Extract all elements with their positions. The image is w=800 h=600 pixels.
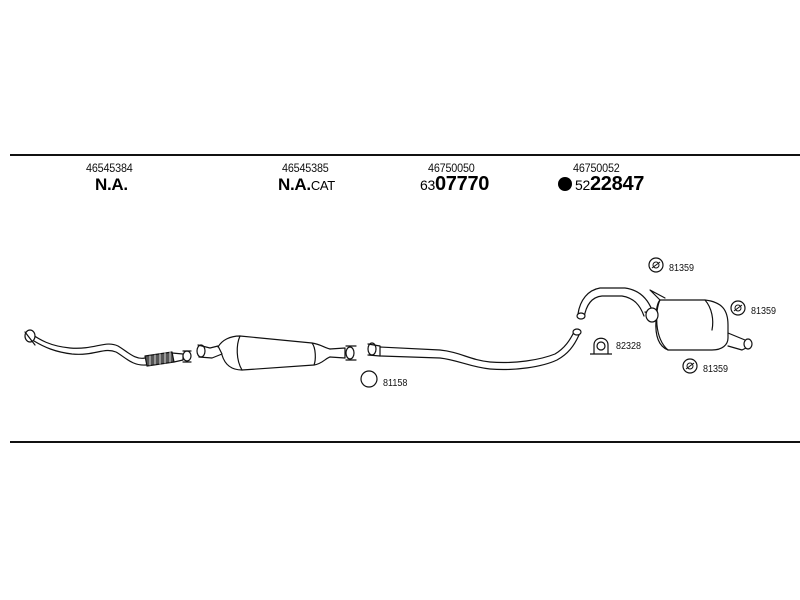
filled-circle-icon	[558, 177, 572, 191]
part-number-3: 46750050	[428, 161, 475, 175]
ref-label-mount-right: 81359	[751, 306, 777, 317]
middle-pipe	[367, 328, 582, 371]
part-number-1: 46545384	[86, 161, 133, 175]
part-number-4: 46750052	[573, 161, 620, 175]
ref-label-81158: 81158	[383, 378, 408, 389]
ref-label-mount-bottom: 81359	[703, 364, 729, 375]
rear-silencer	[576, 287, 753, 351]
catalytic-converter	[196, 335, 357, 371]
ref-label-82328: 82328	[616, 341, 642, 352]
bottom-rule	[10, 441, 800, 443]
ref-label-mount-top: 81359	[669, 263, 695, 274]
front-pipe	[24, 329, 192, 367]
rubber-mount-icon	[730, 300, 746, 316]
top-rule	[10, 154, 800, 156]
part-code-3-prefix: 63	[420, 177, 435, 193]
part-code-2: N.A.CAT	[278, 175, 335, 195]
part-code-1: N.A.	[95, 175, 128, 195]
part-code-4: 5222847	[558, 173, 644, 196]
part-code-4-prefix: 52	[575, 177, 590, 193]
part-code-4-main: 22847	[589, 173, 645, 195]
part-code-3-main: 07770	[434, 173, 490, 195]
clamp-ring-icon	[360, 370, 378, 388]
rubber-mount-icon	[682, 358, 698, 374]
part-number-2: 46545385	[282, 161, 329, 175]
part-code-2-main: N.A.	[278, 175, 311, 194]
part-code-3: 6307770	[420, 173, 489, 196]
clamp-icon	[590, 337, 612, 355]
part-code-1-main: N.A.	[95, 175, 128, 194]
rubber-mount-icon	[648, 257, 664, 273]
part-code-2-suffix: CAT	[310, 178, 335, 193]
